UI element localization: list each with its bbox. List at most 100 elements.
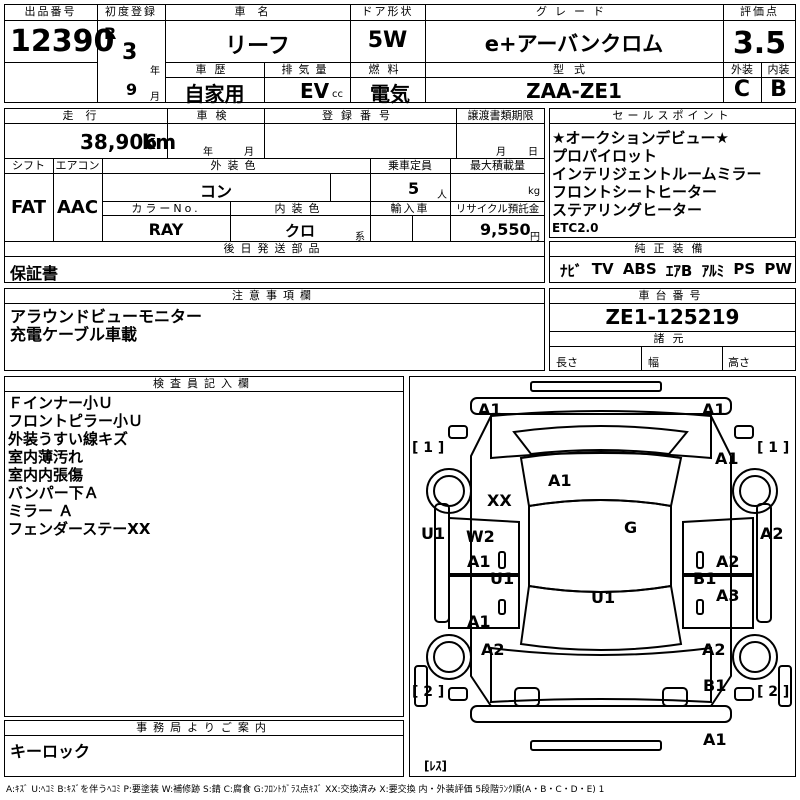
interior-color-suffix: 系 bbox=[355, 232, 365, 243]
km-unit: km bbox=[142, 130, 177, 154]
damage-mark: A2 bbox=[481, 640, 505, 659]
damage-mark: A2 bbox=[716, 552, 740, 571]
right-front-door bbox=[682, 516, 754, 575]
interior-score-label: 内装 bbox=[767, 63, 790, 76]
month-unit: 月 bbox=[150, 92, 160, 103]
import-label: 輸入車 bbox=[390, 202, 430, 215]
damage-mark: B1 bbox=[693, 569, 717, 588]
inspector-line: 室内薄汚れ bbox=[8, 448, 84, 466]
history: 自家用 bbox=[184, 82, 245, 106]
transfer-month-unit: 月 bbox=[496, 147, 506, 158]
registration-month: 9 bbox=[126, 80, 138, 99]
fuel: 電気 bbox=[370, 82, 410, 106]
notes-text: アラウンドビューモニター 充電ケーブル車載 bbox=[10, 308, 202, 344]
front-bumper bbox=[470, 397, 732, 415]
sales-point-list: ★オークションデビュー★ プロパイロット インテリジェントルームミラー フロント… bbox=[552, 129, 762, 237]
transfer-deadline-label: 譲渡書類期限 bbox=[467, 109, 534, 122]
equipment-item: ｱﾙﾐ bbox=[701, 262, 725, 280]
registration-number-label: 登録番号 bbox=[322, 109, 398, 122]
damage-mark: A3 bbox=[716, 586, 740, 605]
car-diagram bbox=[414, 381, 792, 751]
car-diagram-frame bbox=[409, 376, 796, 777]
damage-mark: A1 bbox=[703, 730, 727, 749]
mirror-right bbox=[778, 665, 792, 707]
capacity: 5 bbox=[408, 179, 420, 198]
chassis-block bbox=[549, 288, 796, 371]
model-label: 型式 bbox=[553, 63, 595, 76]
exterior-score-label: 外装 bbox=[731, 63, 753, 76]
inspector-line: フロントピラー小Ｕ bbox=[8, 412, 144, 430]
front-window bbox=[519, 451, 683, 508]
diagram-bracket: [ 1 ] bbox=[757, 440, 790, 456]
notes-block bbox=[4, 288, 545, 371]
diagram-bracket: [ 2 ] bbox=[757, 684, 790, 700]
inspector-line: 外装うすい線キズ bbox=[8, 430, 129, 448]
lot-number: 12390 bbox=[10, 24, 115, 59]
width-label: 幅 bbox=[648, 356, 659, 369]
later-parts: 保証書 bbox=[10, 264, 59, 283]
shift-label: シフト bbox=[12, 159, 45, 172]
interior-score: B bbox=[770, 77, 787, 102]
door-type-label: ドア形状 bbox=[361, 5, 414, 18]
transfer-day-unit: 日 bbox=[528, 147, 538, 158]
body-right bbox=[710, 415, 732, 707]
later-parts-label: 後日発送部品 bbox=[223, 242, 326, 255]
recycle-label: リサイクル預託金 bbox=[455, 203, 540, 215]
damage-mark: B1 bbox=[703, 676, 727, 695]
inspector-line: フェンダーステーXX bbox=[8, 520, 151, 538]
notes-line: 充電ケーブル車載 bbox=[10, 325, 138, 344]
notes-line: アラウンドビューモニター bbox=[10, 307, 203, 326]
mirror-left bbox=[414, 665, 428, 707]
chassis-number-label: 車台番号 bbox=[638, 289, 707, 302]
displacement-label: 排気量 bbox=[281, 63, 333, 76]
equipment-block bbox=[549, 241, 796, 283]
inspection-year-unit: 年 bbox=[203, 147, 213, 158]
legend: A:ｷｽﾞ U:ﾍｺﾐ B:ｷｽﾞを伴うﾍｺﾐ P:要塗装 W:補修跡 S:錆 … bbox=[6, 785, 605, 795]
office-text: キーロック bbox=[10, 742, 91, 761]
yen-unit: 円 bbox=[530, 232, 540, 243]
damage-mark: A1 bbox=[715, 449, 739, 468]
rear-window bbox=[519, 584, 683, 651]
rear-bumper-bottom bbox=[530, 740, 662, 751]
aircon: AAC bbox=[56, 197, 99, 218]
damage-mark: U1 bbox=[490, 569, 515, 588]
damage-mark: A1 bbox=[467, 612, 491, 631]
first-registration-label: 初度登録 bbox=[105, 5, 157, 18]
sales-point-label: セールスポイント bbox=[612, 109, 733, 122]
displacement: EV bbox=[300, 79, 330, 103]
interior-color: クロ bbox=[284, 222, 315, 240]
inspector-label: 検査員記入欄 bbox=[153, 377, 255, 390]
lot-number-label: 出品番号 bbox=[24, 5, 77, 18]
damage-mark: A1 bbox=[467, 552, 491, 571]
equipment-item: PS bbox=[733, 260, 756, 278]
inspector-line: Ｆインナー小Ｕ bbox=[8, 394, 114, 412]
equipment-list: ﾅﾋﾞ TV ABS ｴｱB ｱﾙﾐ PS PW bbox=[560, 260, 792, 281]
damage-mark: A2 bbox=[760, 524, 784, 543]
era: R bbox=[104, 24, 117, 43]
equipment-item: PW bbox=[764, 260, 792, 278]
damage-mark: A2 bbox=[702, 640, 726, 659]
sales-point-item: フロントシートヒーター bbox=[552, 183, 718, 201]
inspector-line: ミラー Ａ bbox=[8, 502, 74, 520]
office-label: 事務局よりご案内 bbox=[136, 721, 272, 734]
kg-unit: kg bbox=[528, 186, 541, 197]
color-number-label: カラーNo. bbox=[131, 202, 201, 215]
diagram-bracket: [ 1 ] bbox=[412, 440, 445, 456]
diagram-bracket: [ 2 ] bbox=[412, 684, 445, 700]
inspection-label: 車検 bbox=[196, 109, 235, 122]
spec-label: 諸元 bbox=[653, 332, 692, 345]
interior-color-label: 内装色 bbox=[274, 202, 326, 215]
inspection-month-unit: 月 bbox=[244, 147, 254, 158]
tailgate bbox=[490, 646, 712, 704]
inspector-notes: Ｆインナー小Ｕ フロントピラー小Ｕ 外装うすい線キズ 室内薄汚れ 室内内張傷 バ… bbox=[8, 394, 150, 538]
damage-mark: A1 bbox=[702, 400, 726, 419]
history-label: 車歴 bbox=[195, 63, 234, 76]
height-label: 高さ bbox=[728, 356, 750, 369]
sales-point-block bbox=[549, 108, 796, 238]
capacity-label: 乗車定員 bbox=[388, 159, 432, 172]
header-block bbox=[4, 4, 796, 103]
right-front-fender bbox=[756, 503, 772, 623]
equipment-item: ﾅﾋﾞ bbox=[560, 262, 583, 280]
exterior-score: C bbox=[733, 77, 751, 102]
car-name: リーフ bbox=[225, 34, 290, 59]
